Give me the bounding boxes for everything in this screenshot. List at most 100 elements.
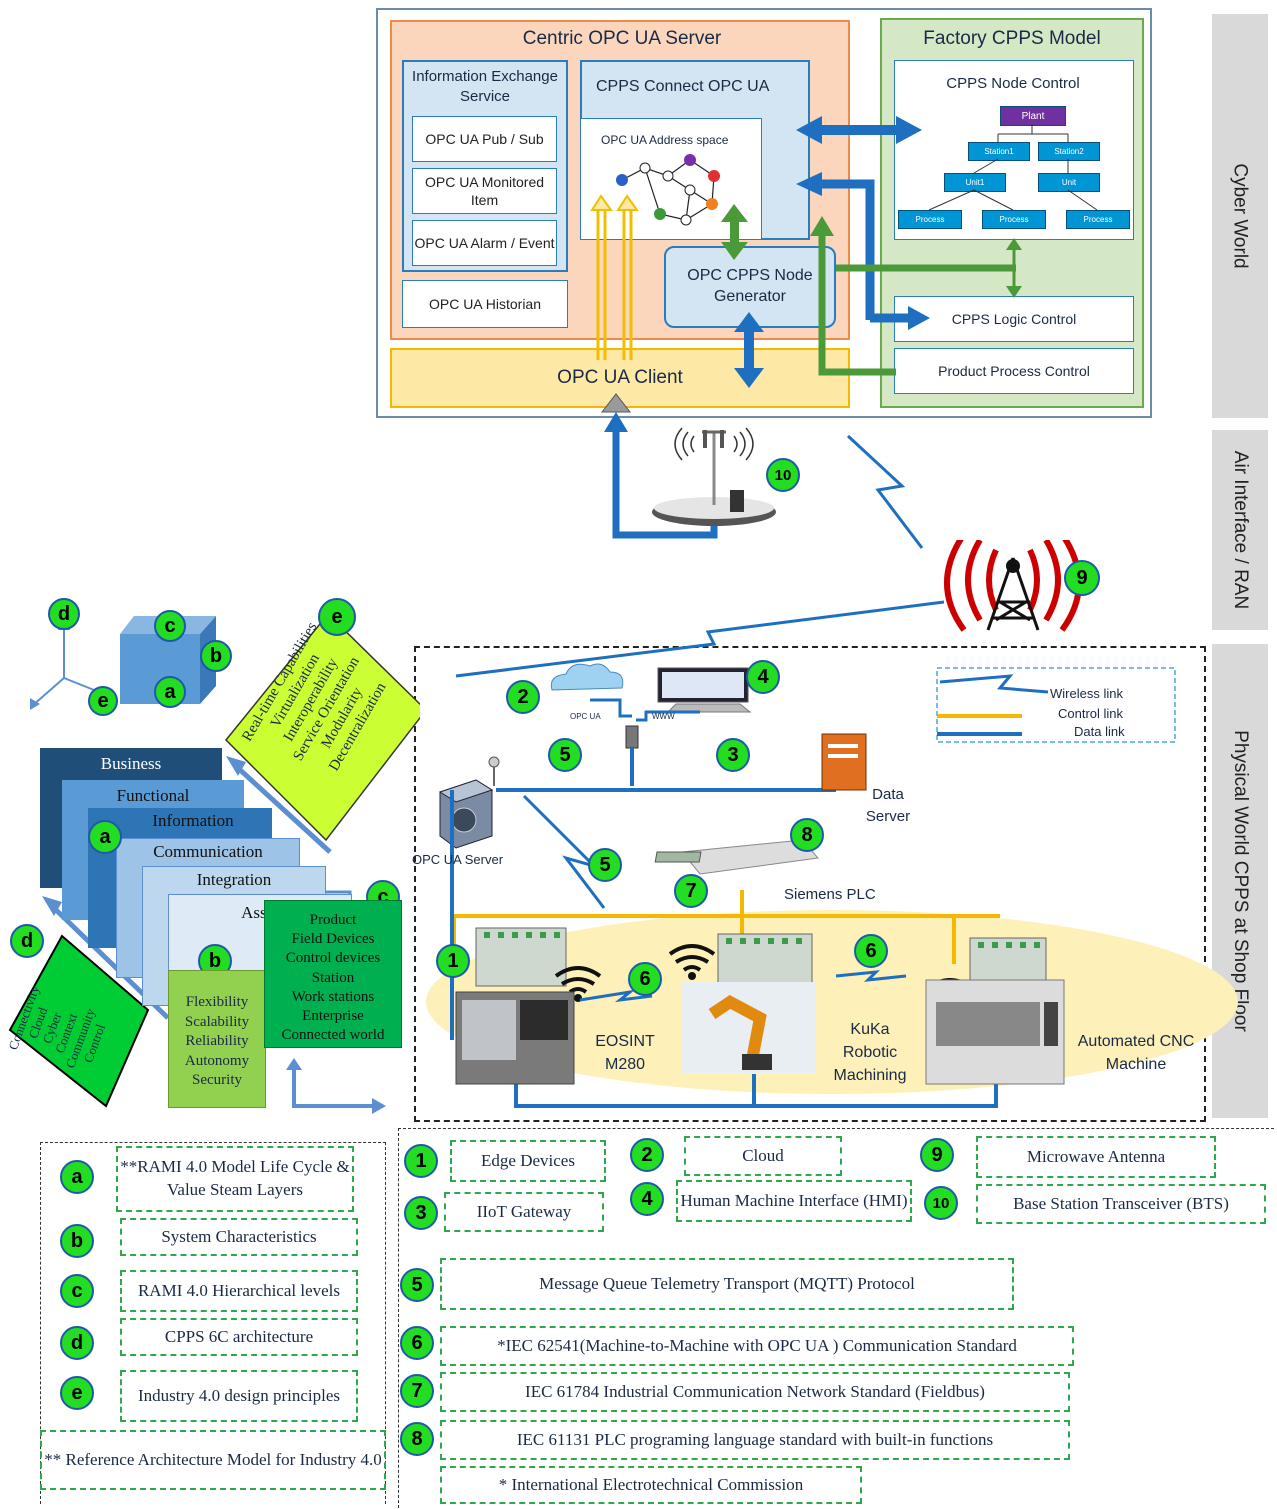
badge-5-mid: 5: [588, 848, 622, 882]
key-badge-10: 10: [924, 1186, 958, 1220]
char-flexibility: Flexibility: [185, 994, 249, 1010]
key-3: IIoT Gateway: [444, 1192, 604, 1232]
logic-control-label: CPPS Logic Control: [951, 311, 1077, 327]
badge-a-layers: a: [88, 820, 122, 854]
opc-ua-monitored-item: OPC UA Monitored Item: [412, 168, 557, 214]
key-badge-d: d: [60, 1326, 94, 1360]
tree-station1: Station1: [968, 142, 1030, 161]
cnc-label: Automated CNC Machine: [1077, 1033, 1195, 1074]
key-a: **RAMI 4.0 Model Life Cycle & Value Stea…: [116, 1146, 354, 1212]
opc-ua-client-label: OPC UA Client: [557, 367, 683, 388]
level-enterprise: Enterprise: [302, 1007, 364, 1024]
legend-data: Data link: [1074, 724, 1125, 739]
cpps-connect-title: CPPS Connect OPC UA: [596, 78, 770, 95]
badge-6-right: 6: [854, 934, 888, 968]
badge-e-axis: e: [88, 686, 118, 716]
level-connected-world: Connected world: [281, 1027, 385, 1044]
tree-plant: Plant: [1000, 106, 1066, 126]
opc-ua-pubsub: OPC UA Pub / Sub: [412, 116, 557, 162]
key-badge-e: e: [60, 1376, 94, 1410]
tree-process-2: Process: [982, 210, 1046, 229]
key-10: Base Station Transceiver (BTS): [976, 1184, 1266, 1224]
physical-connections: [286, 540, 1238, 1114]
badge-8: 8: [790, 818, 824, 852]
char-scalability: Scalability: [184, 1013, 250, 1030]
siemens-plc-label: Siemens PLC: [784, 886, 876, 903]
legend-control: Control link: [1058, 706, 1124, 721]
band-physical-world: Physical World CPPS at Shop Floor: [1212, 644, 1268, 1118]
badge-9: 9: [1064, 560, 1100, 596]
key-b: System Characteristics: [120, 1218, 358, 1256]
layer-information-label: Information: [152, 811, 234, 830]
badge-d-layers: d: [10, 924, 44, 958]
char-autonomy: Autonomy: [184, 1052, 250, 1069]
key-8: IEC 61131 PLC programing language standa…: [440, 1420, 1070, 1460]
key-9: Microwave Antenna: [976, 1136, 1216, 1178]
factory-cpps-title: Factory CPPS Model: [923, 28, 1101, 49]
key-left-frame: [40, 1142, 386, 1504]
badge-10-top: 10: [766, 458, 800, 492]
badge-7: 7: [674, 874, 708, 908]
badge-d-axis: d: [48, 598, 80, 630]
key-badge-5: 5: [400, 1268, 434, 1302]
key-1: Edge Devices: [450, 1140, 606, 1182]
opc-ua-client: OPC UA Client: [390, 348, 850, 408]
key-badge-7: 7: [400, 1374, 434, 1408]
tree-process-1: Process: [898, 210, 962, 229]
badge-1: 1: [436, 944, 470, 978]
key-6: *IEC 62541(Machine-to-Machine with OPC U…: [440, 1326, 1074, 1366]
opc-ua-historian: OPC UA Historian: [402, 280, 568, 328]
badge-a-cube: a: [154, 676, 186, 708]
badge-e-principles: e: [318, 598, 356, 636]
badge-2: 2: [506, 680, 540, 714]
system-characteristics-box: Flexibility Scalability Reliability Auto…: [168, 970, 266, 1108]
key-badge-4: 4: [630, 1182, 664, 1216]
physical-world-frame: [414, 646, 1206, 1122]
badge-5-top: 5: [548, 738, 582, 772]
tree-unit: Unit: [1038, 173, 1100, 192]
badge-c-cube: c: [154, 610, 186, 642]
band-cyber-label: Cyber World: [1230, 163, 1252, 269]
char-security: Security: [192, 1072, 242, 1088]
data-server-label: Data Server: [865, 786, 911, 825]
badge-4: 4: [746, 660, 780, 694]
www-label: WWW: [652, 712, 675, 721]
key-5: Message Queue Telemetry Transport (MQTT)…: [440, 1258, 1014, 1310]
key-badge-8: 8: [400, 1422, 434, 1456]
info-exchange-title: Information Exchange Service: [412, 68, 558, 105]
product-process-control: Product Process Control: [894, 348, 1134, 394]
tree-process-3: Process: [1066, 210, 1130, 229]
level-control-devices: Control devices: [285, 950, 381, 967]
legend-wireless: Wireless link: [1050, 686, 1123, 701]
layer-integration-label: Integration: [196, 870, 272, 889]
key-d: CPPS 6C architecture: [120, 1318, 358, 1356]
key-right-frame: [398, 1128, 1274, 1508]
product-process-label: Product Process Control: [938, 363, 1090, 379]
key-badge-b: b: [60, 1224, 94, 1258]
key-badge-a: a: [60, 1160, 94, 1194]
key-badge-2: 2: [630, 1138, 664, 1172]
key-right-footnote: * International Electrotechnical Commiss…: [440, 1466, 862, 1504]
badge-b-cube: b: [200, 640, 232, 672]
char-reliability: Reliability: [185, 1033, 249, 1049]
key-7: IEC 61784 Industrial Communication Netwo…: [440, 1372, 1070, 1412]
node-control-title: CPPS Node Control: [946, 75, 1080, 92]
key-c: RAMI 4.0 Hierarchical levels: [120, 1270, 358, 1312]
key-badge-3: 3: [404, 1196, 438, 1230]
opc-ua-cloud-label: OPC UA: [570, 712, 601, 721]
key-badge-1: 1: [404, 1144, 438, 1178]
layer-functional-label: Functional: [116, 786, 190, 805]
badge-6-left: 6: [628, 962, 662, 996]
opc-ua-alarm-event: OPC UA Alarm / Event: [412, 220, 557, 266]
tree-unit1: Unit1: [944, 173, 1006, 192]
cpps-logic-control: CPPS Logic Control: [894, 296, 1134, 342]
key-2: Cloud: [684, 1136, 842, 1176]
level-work-stations: Work stations: [291, 988, 375, 1005]
eosint-label: EOSINT M280: [595, 1033, 655, 1074]
level-product: Product: [309, 912, 357, 928]
opc-ua-server-label: OPC UA Server: [412, 852, 504, 867]
kuka-label: KuKa Robotic Machining: [833, 1021, 907, 1085]
band-cyber-world: Cyber World: [1212, 14, 1268, 418]
tree-station2: Station2: [1038, 142, 1100, 161]
key-left-footnote: ** Reference Architecture Model for Indu…: [40, 1430, 386, 1490]
